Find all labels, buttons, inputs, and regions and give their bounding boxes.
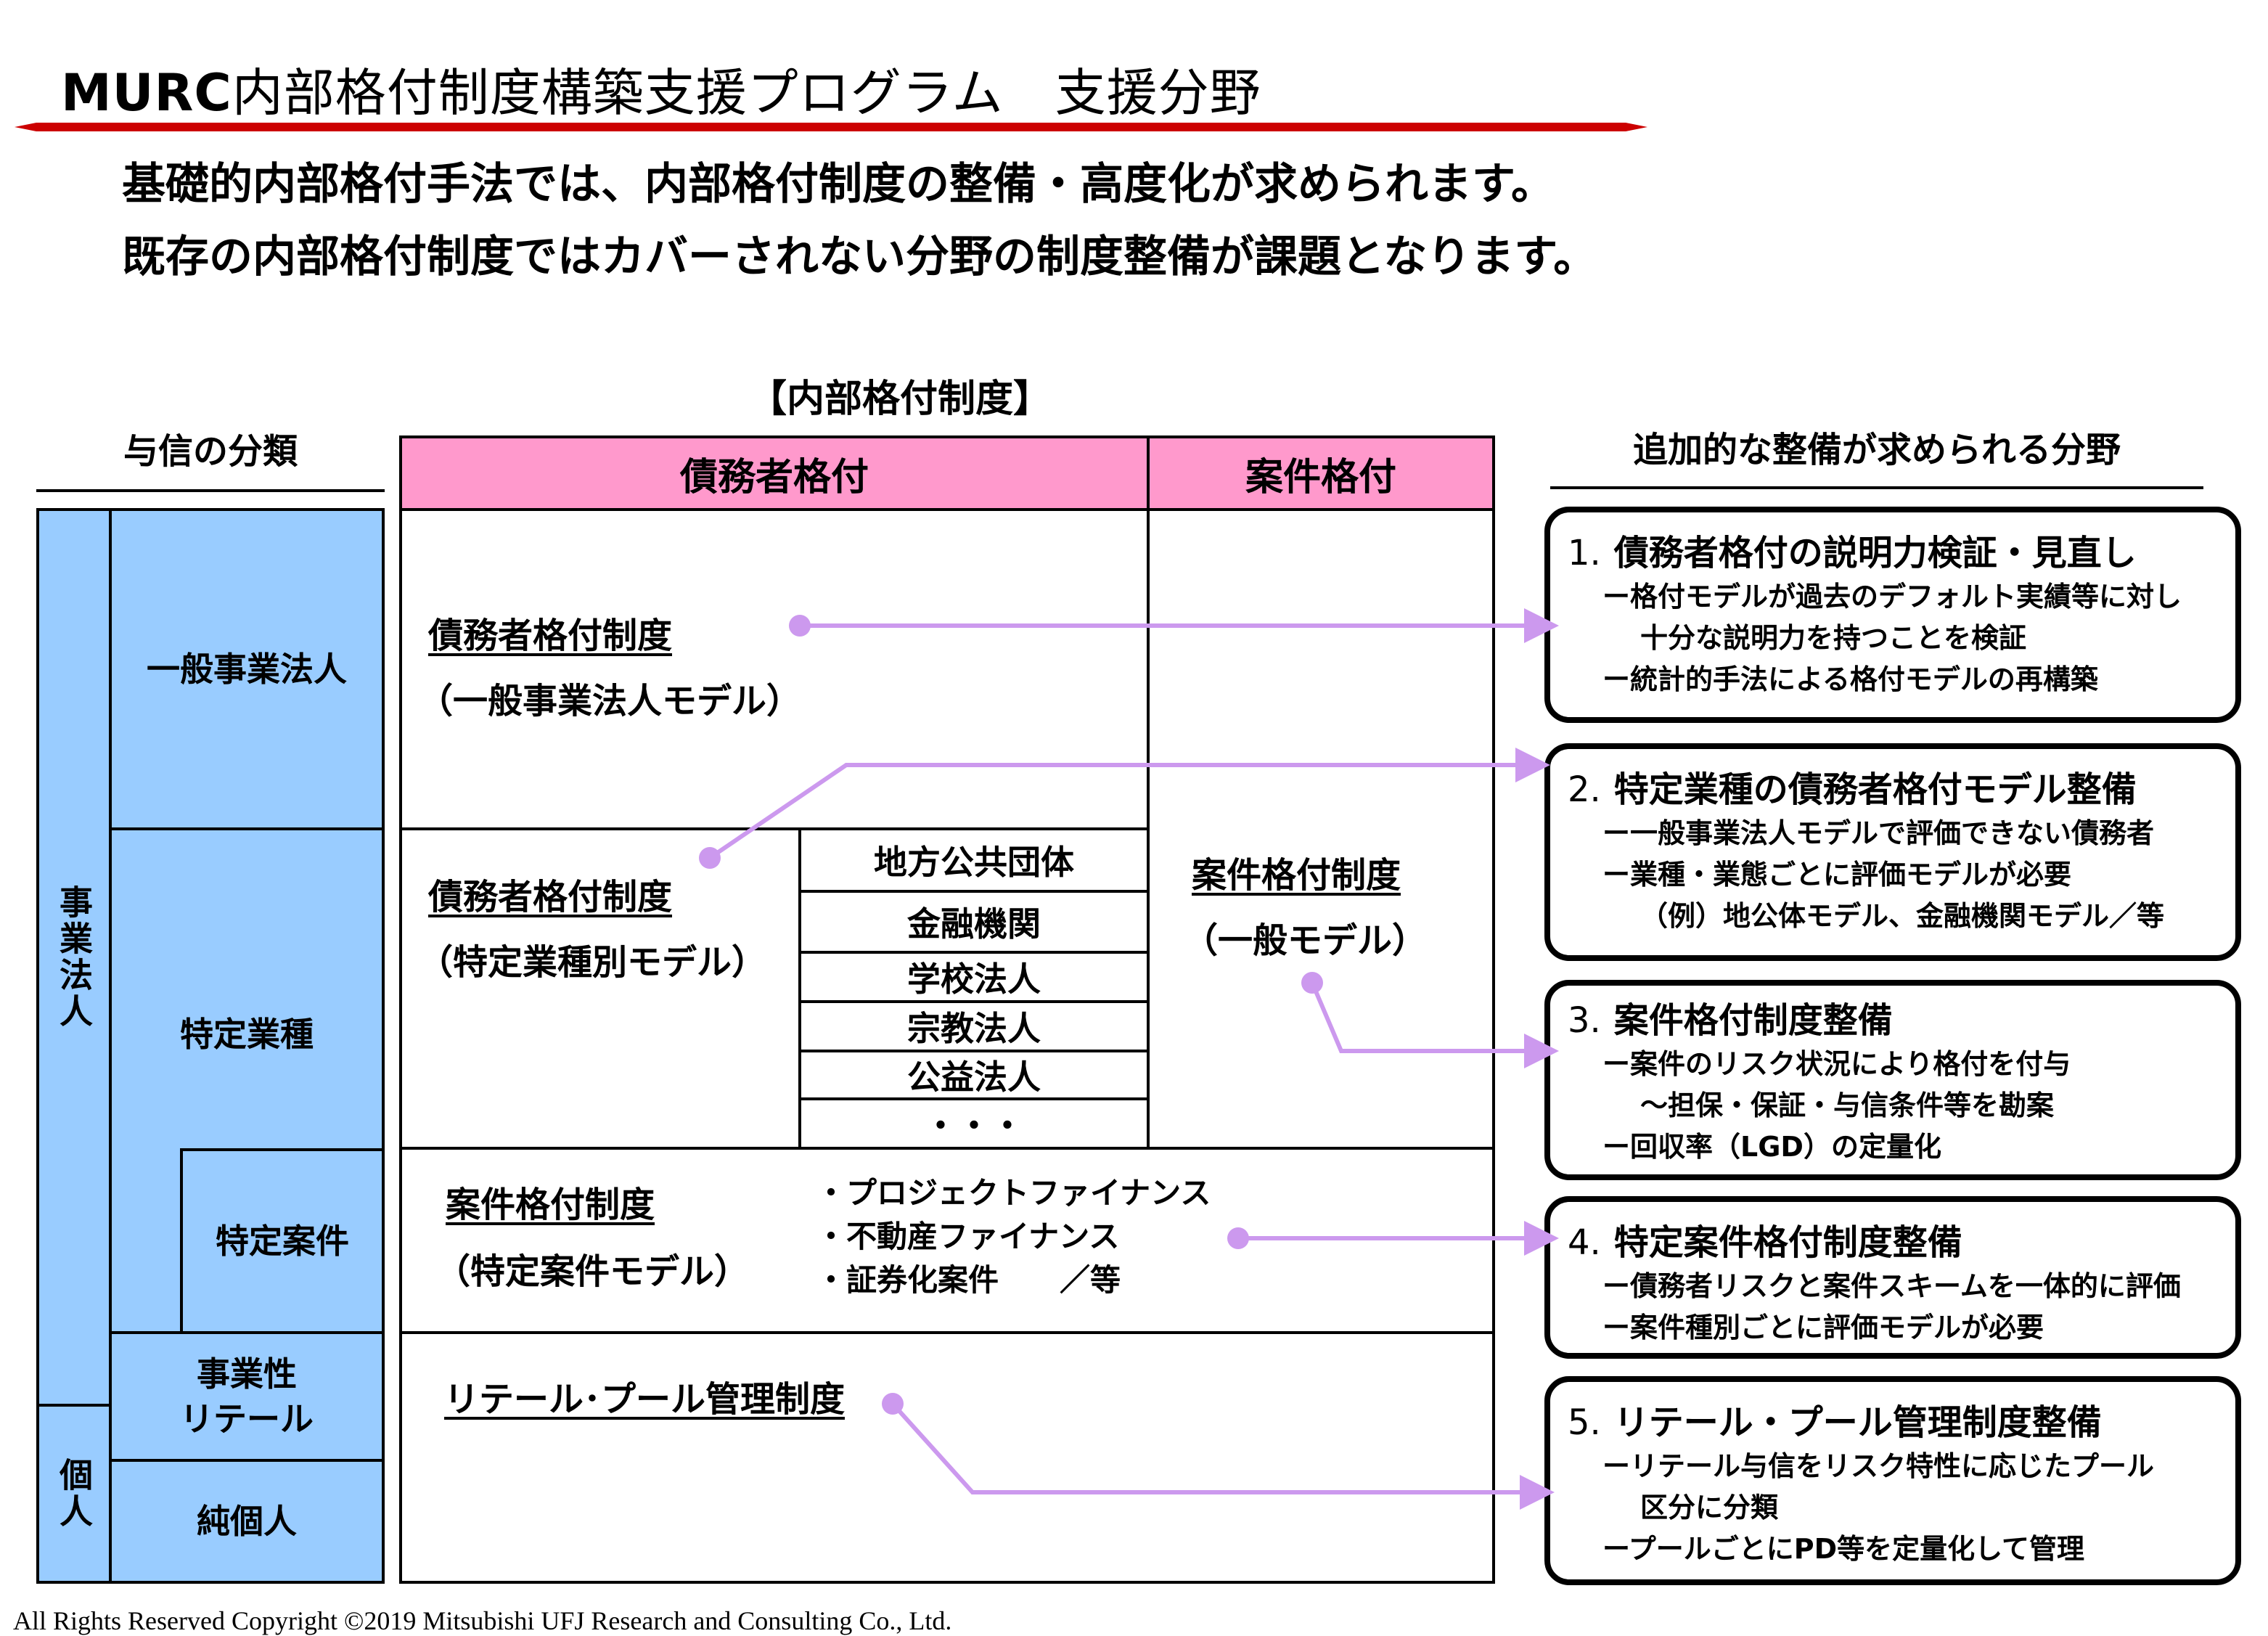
internal-rating-header: 【内部格付制度】 — [748, 377, 1051, 421]
connector-2-origin — [699, 847, 721, 869]
area-box-2: 2.特定業種の債務者格付モデル整備 ー一般事業法人モデルで評価できない債務者 ー… — [1544, 743, 2241, 961]
area-box-5-title: 5.リテール・プール管理制度整備 — [1568, 1402, 2102, 1443]
copyright-footer: All Rights Reserved Copyright ©2019 Mits… — [13, 1606, 952, 1635]
intro-line-1: 基礎的内部格付手法では、内部格付制度の整備・高度化が求められます。 — [122, 159, 1555, 210]
category-specific-project: 特定案件 — [180, 1148, 385, 1334]
area-box-2-line: （例）地公体モデル、金融機関モデル／等 — [1640, 900, 2165, 932]
sector-financial-institution: 金融機関 — [801, 893, 1147, 954]
sector-local-government: 地方公共団体 — [801, 830, 1147, 893]
area-box-1: 1.債務者格付の説明力検証・見直し ー格付モデルが過去のデフォルト実績等に対し … — [1544, 507, 2241, 723]
group-corporate: 事業法人 — [36, 508, 112, 1407]
area-box-2-title: 2.特定業種の債務者格付モデル整備 — [1568, 769, 2137, 810]
category-pure-individual: 純個人 — [109, 1459, 385, 1584]
sector-column-divider — [798, 827, 801, 1150]
page-title: MURC内部格付制度構築支援プログラム 支援分野 — [61, 57, 1261, 129]
facility-specific-sub: （特定案件モデル） — [435, 1251, 750, 1292]
connector-5 — [891, 1402, 1555, 1510]
facility-general-label: 案件格付制度 — [1192, 855, 1401, 896]
sector-religious-corporation: 宗教法人 — [801, 1003, 1147, 1052]
row-divider-3 — [399, 1331, 1495, 1334]
sector-public-interest-corporation: 公益法人 — [801, 1052, 1147, 1100]
area-box-3-line: ー回収率（LGD）の定量化 — [1602, 1131, 1941, 1163]
obligor-general-label: 債務者格付制度 — [428, 615, 673, 656]
sector-list: 地方公共団体 金融機関 学校法人 宗教法人 公益法人 ・・・ — [801, 830, 1147, 1147]
area-box-3-line: ～担保・保証・与信条件等を勘案 — [1640, 1089, 2055, 1121]
sector-ellipsis: ・・・ — [924, 1106, 1024, 1145]
connector-3 — [1310, 981, 1559, 1068]
area-box-1-line: ー格付モデルが過去のデフォルト実績等に対し — [1602, 581, 2182, 613]
category-business-retail: 事業性 リテール — [109, 1331, 385, 1462]
obligor-rating-column-header: 債務者格付 — [399, 435, 1150, 511]
area-box-2-line: ー一般事業法人モデルで評価できない債務者 — [1602, 817, 2155, 849]
additional-areas-header: 追加的な整備が求められる分野 — [1632, 430, 2121, 470]
category-general-corporation: 一般事業法人 — [109, 508, 385, 830]
facility-rating-column-header: 案件格付 — [1147, 435, 1495, 511]
facility-bullet-project-finance: ・プロジェクトファイナンス — [816, 1175, 1211, 1211]
area-box-2-line: ー業種・業態ごとに評価モデルが必要 — [1602, 859, 2072, 891]
obligor-specific-label: 債務者格付制度 — [428, 877, 673, 917]
obligor-specific-sub: （特定業種別モデル） — [418, 942, 767, 983]
area-box-3-line: ー案件のリスク状況により格付を付与 — [1602, 1048, 2071, 1080]
connector-3-origin — [1301, 972, 1323, 994]
credit-classification-header: 与信の分類 — [123, 431, 298, 472]
area-box-4-title: 4.特定案件格付制度整備 — [1568, 1222, 1962, 1263]
facility-bullet-securitization: ・証券化案件 ／等 — [816, 1262, 1121, 1298]
left-header-rule — [36, 489, 385, 492]
intro-line-2: 既存の内部格付制度ではカバーされない分野の制度整備が課題となります。 — [122, 232, 1597, 282]
connector-1-origin — [789, 615, 811, 637]
row-divider-2 — [399, 1147, 1495, 1150]
title-underline — [15, 122, 1647, 132]
area-box-4: 4.特定案件格付制度整備 ー債務者リスクと案件スキームを一体的に評価 ー案件種別… — [1544, 1196, 2241, 1359]
area-box-1-line: 十分な説明力を持つことを検証 — [1640, 622, 2027, 654]
area-box-3-title: 3.案件格付制度整備 — [1568, 1000, 1893, 1041]
connector-5-origin — [882, 1393, 904, 1415]
area-box-5-line: ープールごとにPD等を定量化して管理 — [1602, 1533, 2084, 1565]
area-box-4-line: ー債務者リスクと案件スキームを一体的に評価 — [1602, 1270, 2181, 1302]
area-box-3: 3.案件格付制度整備 ー案件のリスク状況により格付を付与 ～担保・保証・与信条件… — [1544, 980, 2241, 1180]
area-box-4-line: ー案件種別ごとに評価モデルが必要 — [1602, 1312, 2044, 1343]
area-box-5-line: 区分に分類 — [1640, 1492, 1779, 1523]
connector-2 — [708, 748, 1550, 860]
area-box-1-line: ー統計的手法による格付モデルの再構築 — [1602, 663, 2098, 695]
row-divider-1 — [399, 827, 1150, 830]
brand-name: MURC — [61, 63, 232, 123]
facility-bullet-real-estate-finance: ・不動産ファイナンス — [816, 1219, 1120, 1254]
retail-pool-label: リテール･プール管理制度 — [444, 1379, 846, 1420]
area-box-5-line: ーリテール与信をリスク特性に応じたプール — [1602, 1450, 2155, 1482]
right-header-rule — [1550, 486, 2203, 489]
sector-school-corporation: 学校法人 — [801, 954, 1147, 1003]
obligor-general-sub: （一般事業法人モデル） — [418, 681, 802, 721]
connector-4-origin — [1227, 1227, 1249, 1249]
facility-general-sub: （一般モデル） — [1183, 920, 1428, 961]
group-individual: 個人 — [36, 1404, 112, 1584]
area-box-1-title: 1.債務者格付の説明力検証・見直し — [1568, 533, 2137, 573]
facility-specific-label: 案件格付制度 — [446, 1185, 655, 1225]
title-text: 内部格付制度構築支援プログラム 支援分野 — [232, 63, 1261, 123]
